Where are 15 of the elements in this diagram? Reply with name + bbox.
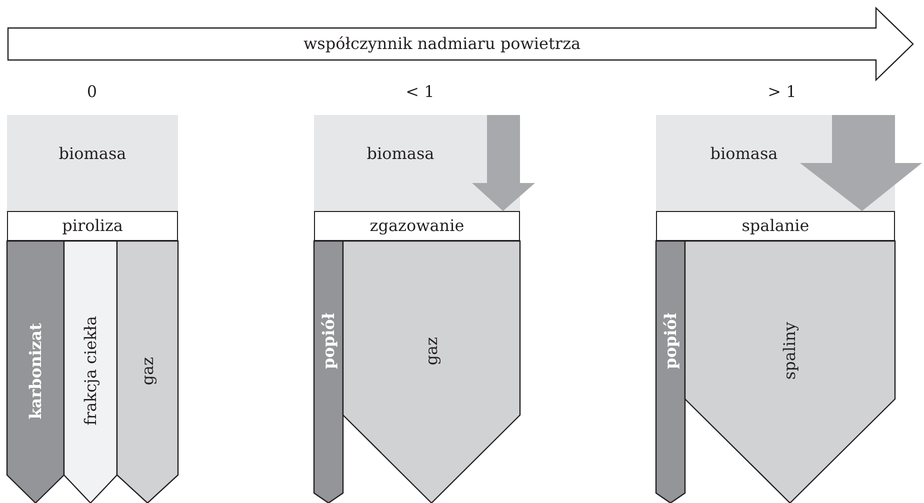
process-band: piroliza bbox=[7, 211, 178, 241]
product-column: frakcja ciekła bbox=[64, 241, 117, 503]
product-column: gaz bbox=[343, 241, 520, 503]
product-column: spaliny bbox=[685, 241, 895, 503]
product-column: karbonizat bbox=[7, 241, 64, 503]
process-band: spalanie bbox=[656, 211, 895, 241]
process-band: zgazowanie bbox=[314, 211, 520, 241]
scale-value: < 1 bbox=[406, 82, 434, 101]
product-column: gaz bbox=[117, 241, 178, 503]
product-column: popiół bbox=[656, 241, 685, 503]
product-column: popiół bbox=[314, 241, 343, 503]
input-box: biomasa bbox=[7, 115, 178, 211]
scale-value: 0 bbox=[86, 82, 98, 101]
scale-arrow: współczynnik nadmiaru powietrza bbox=[8, 8, 914, 80]
scale-value: > 1 bbox=[768, 82, 796, 101]
